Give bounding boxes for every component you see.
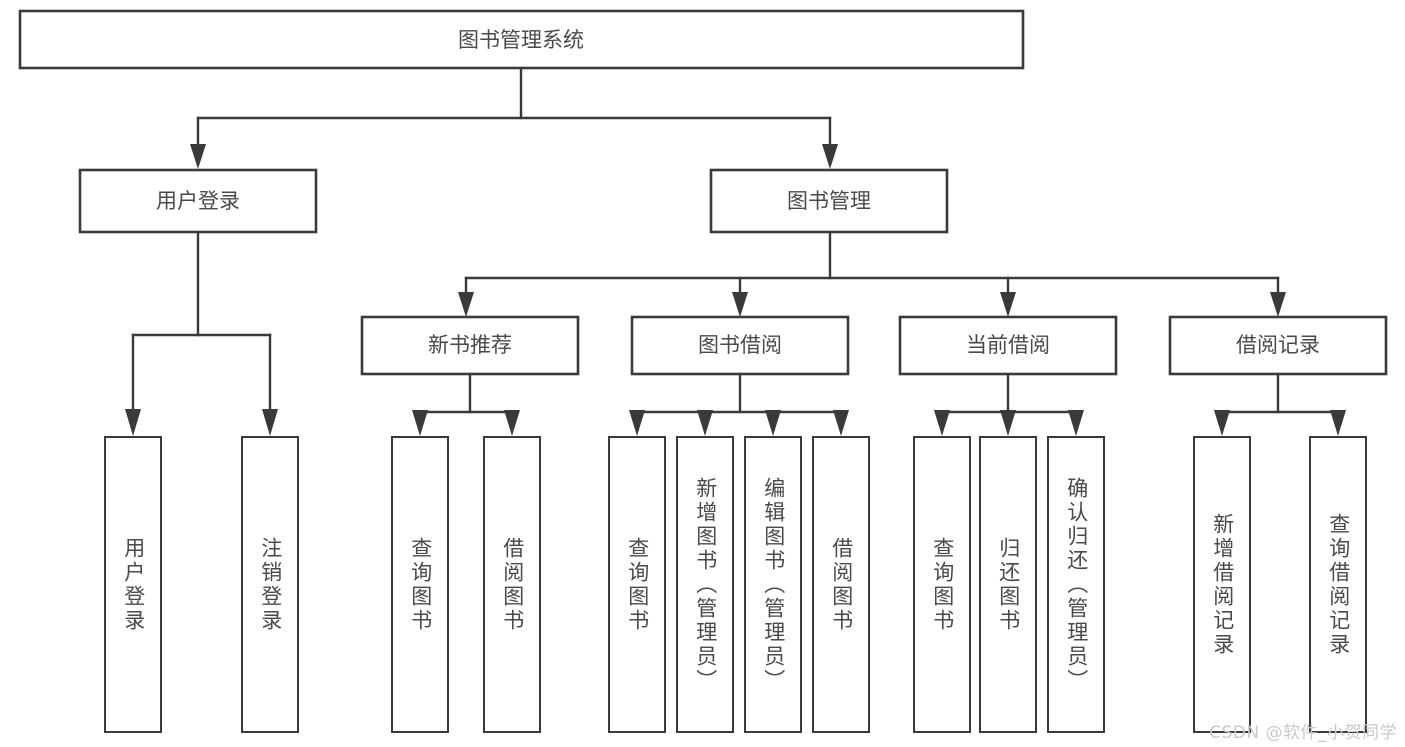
leaf-node-record-query[interactable]: 查询借阅记录 [1309, 436, 1367, 733]
node-current-borrow-label: 当前借阅 [966, 333, 1050, 357]
node-book-management[interactable]: 图书管理 [709, 168, 949, 234]
node-borrow-record-box[interactable] [1168, 315, 1388, 376]
node-user-login-label: 用户登录 [156, 189, 240, 213]
arrow-head-l3-0 [458, 292, 474, 317]
leaf-node-current-return[interactable]: 归还图书 [979, 436, 1037, 733]
leaf-node-borrow-edit[interactable]: 编辑图书（管理员） [744, 436, 802, 733]
node-new-book-recommend-label: 新书推荐 [428, 333, 512, 357]
leaf-label: 借阅图书 [829, 536, 854, 633]
node-root-label: 图书管理系统 [458, 28, 584, 52]
arrow-head-ul-0 [125, 409, 141, 436]
leaf-label: 查询图书 [408, 536, 433, 633]
arrow-head-l3-3 [1270, 292, 1286, 317]
node-new-book-recommend[interactable]: 新书推荐 [360, 315, 580, 376]
leaf-node-newbook-query[interactable]: 查询图书 [391, 436, 449, 733]
node-borrow-record-label: 借阅记录 [1236, 333, 1320, 357]
arrow-head-nb-0 [412, 410, 428, 436]
leaf-label: 归还图书 [996, 536, 1021, 633]
leaf-label: 确认归还（管理员） [1064, 476, 1089, 693]
leaf-node-current-confirm-return[interactable]: 确认归还（管理员） [1047, 436, 1105, 733]
node-book-borrow-box[interactable] [630, 315, 850, 376]
leaf-node-user-login-login[interactable]: 用户登录 [104, 436, 162, 733]
leaf-node-user-login-logout[interactable]: 注销登录 [241, 436, 299, 733]
node-new-book-recommend-box[interactable] [360, 315, 580, 376]
node-current-borrow-box[interactable] [898, 315, 1118, 376]
arrow-head-l3-1 [732, 292, 748, 317]
node-book-management-label: 图书管理 [787, 189, 871, 213]
leaf-label: 查询借阅记录 [1326, 512, 1351, 657]
leaf-label: 查询图书 [930, 536, 955, 633]
arrow-head-cb-0 [934, 410, 950, 436]
leaf-node-newbook-borrow[interactable]: 借阅图书 [483, 436, 541, 733]
node-book-borrow-label: 图书借阅 [698, 333, 782, 357]
node-book-management-box[interactable] [709, 168, 949, 234]
node-root[interactable]: 图书管理系统 [18, 9, 1025, 70]
leaf-node-borrow-lend[interactable]: 借阅图书 [812, 436, 870, 733]
connector-borrow-to-leaves [629, 372, 849, 436]
leaf-node-current-query[interactable]: 查询图书 [913, 436, 971, 733]
node-current-borrow[interactable]: 当前借阅 [898, 315, 1118, 376]
arrow-head-cb-1 [1000, 410, 1016, 436]
arrow-head-book-mgmt [822, 144, 838, 169]
arrow-head-br-0 [1214, 410, 1230, 436]
leaf-label: 编辑图书（管理员） [761, 476, 786, 693]
arrow-head-bb-0 [629, 410, 645, 436]
leaf-label: 查询图书 [625, 536, 650, 633]
leaf-node-record-add[interactable]: 新增借阅记录 [1193, 436, 1251, 733]
leaf-label: 新增借阅记录 [1210, 512, 1235, 657]
connector-record-to-leaves [1214, 372, 1346, 436]
node-user-login-box[interactable] [78, 168, 318, 234]
node-borrow-record[interactable]: 借阅记录 [1168, 315, 1388, 376]
leaf-label: 注销登录 [258, 536, 283, 633]
node-root-box[interactable] [18, 9, 1025, 70]
connector-user-login-to-leaves [125, 231, 278, 436]
arrow-head-user-login [190, 144, 206, 169]
arrow-head-bb-1 [697, 410, 713, 436]
leaf-node-borrow-query[interactable]: 查询图书 [608, 436, 666, 733]
arrow-head-l3-2 [1000, 292, 1016, 317]
arrow-head-br-1 [1330, 410, 1346, 436]
connector-newbook-to-leaves [412, 372, 520, 436]
leaf-node-borrow-add[interactable]: 新增图书（管理员） [676, 436, 734, 733]
node-user-login[interactable]: 用户登录 [78, 168, 318, 234]
connector-book-mgmt-to-level3 [458, 231, 1286, 317]
arrow-head-ul-1 [262, 409, 278, 436]
leaf-label: 用户登录 [121, 536, 146, 633]
arrow-head-cb-2 [1068, 410, 1084, 436]
arrow-head-nb-1 [504, 410, 520, 436]
watermark: CSDN @软件_小贺同学 [1209, 723, 1397, 743]
arrow-head-bb-2 [765, 410, 781, 436]
connector-current-to-leaves [934, 372, 1084, 436]
leaf-label: 借阅图书 [500, 536, 525, 633]
leaf-label: 新增图书（管理员） [693, 476, 718, 693]
arrow-head-bb-3 [833, 410, 849, 436]
node-book-borrow[interactable]: 图书借阅 [630, 315, 850, 376]
connector-root-to-level2 [190, 66, 838, 169]
